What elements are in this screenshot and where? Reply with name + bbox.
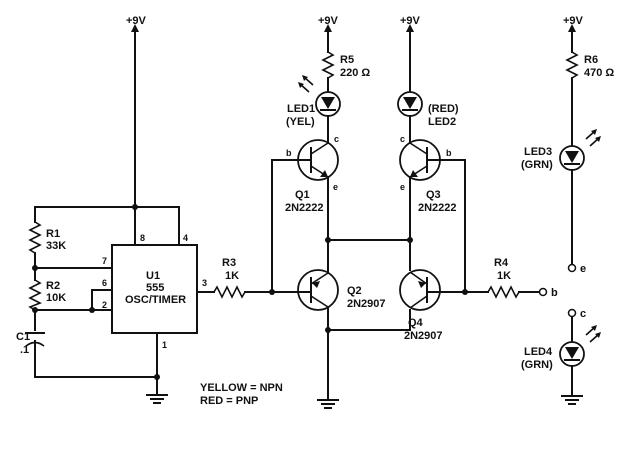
q1-npn-transistor: c b e Q1 2N2222	[271, 134, 339, 241]
r5-resistor: R5 220 Ω	[321, 51, 370, 93]
svg-text:LED3: LED3	[524, 146, 552, 158]
svg-text:RED = PNP: RED = PNP	[200, 395, 258, 407]
svg-text:555: 555	[146, 282, 164, 294]
svg-text:2N2222: 2N2222	[418, 202, 457, 214]
svg-text:2: 2	[102, 300, 107, 310]
svg-text:b: b	[446, 148, 452, 158]
r4-resistor: R4 1K b	[464, 257, 558, 299]
svg-text:c: c	[580, 308, 586, 320]
svg-text:7: 7	[102, 256, 107, 266]
c1-capacitor: C1 .1	[16, 309, 93, 378]
svg-text:8: 8	[140, 233, 145, 243]
svg-text:2N2222: 2N2222	[285, 202, 324, 214]
svg-text:3: 3	[202, 278, 207, 288]
svg-text:1K: 1K	[225, 270, 239, 282]
svg-text:LED4: LED4	[524, 346, 553, 358]
svg-text:e: e	[400, 182, 405, 192]
svg-text:220 Ω: 220 Ω	[340, 67, 370, 79]
svg-text:e: e	[333, 182, 338, 192]
svg-text:Q1: Q1	[295, 189, 310, 201]
svg-text:R5: R5	[340, 54, 354, 66]
svg-text:(GRN): (GRN)	[521, 159, 553, 171]
svg-text:6: 6	[102, 278, 107, 288]
r6-resistor: R6 470 Ω	[565, 51, 614, 147]
svg-text:LED2: LED2	[428, 116, 456, 128]
u1-555-timer: U1 555 OSC/TIMER 8 4 7 6 2 3 1	[89, 233, 207, 350]
svg-text:(YEL): (YEL)	[286, 116, 315, 128]
vcc-rail-r6: +9V	[563, 15, 584, 53]
svg-text:U1: U1	[146, 270, 160, 282]
svg-text:C1: C1	[16, 331, 30, 343]
led3: LED3 (GRN) e	[521, 129, 601, 275]
svg-text:c: c	[334, 134, 339, 144]
legend: YELLOW = NPN RED = PNP	[200, 382, 283, 407]
vcc-rail-555: +9V	[34, 15, 180, 246]
svg-text:R2: R2	[46, 280, 60, 292]
svg-text:b: b	[551, 287, 558, 299]
svg-text:2N2907: 2N2907	[404, 330, 443, 342]
svg-text:+9V: +9V	[400, 15, 421, 27]
ground-q2	[317, 399, 339, 409]
r3-resistor: R3 1K	[196, 257, 273, 299]
svg-text:1: 1	[162, 340, 167, 350]
svg-text:+9V: +9V	[563, 15, 584, 27]
svg-text:+9V: +9V	[318, 15, 339, 27]
svg-text:1K: 1K	[497, 270, 511, 282]
vcc-rail-q3: +9V	[400, 15, 421, 93]
led4: c LED4 (GRN)	[521, 308, 601, 405]
svg-text:R6: R6	[584, 54, 598, 66]
svg-text:Q2: Q2	[347, 285, 362, 297]
svg-text:10K: 10K	[46, 292, 66, 304]
led1: LED1 (YEL)	[286, 75, 341, 139]
svg-text:.1: .1	[20, 344, 29, 356]
bridge-wires	[327, 237, 413, 331]
q2-pnp-transistor: Q2 2N2907	[269, 159, 386, 401]
q4-pnp-transistor: Q4 2N2907	[399, 159, 468, 342]
svg-text:YELLOW = NPN: YELLOW = NPN	[200, 382, 283, 394]
svg-text:R1: R1	[46, 228, 60, 240]
svg-text:(GRN): (GRN)	[521, 359, 553, 371]
ground-555	[34, 332, 168, 404]
svg-text:c: c	[400, 134, 405, 144]
svg-text:Q3: Q3	[426, 189, 441, 201]
svg-text:4: 4	[183, 233, 188, 243]
r2-resistor: R2 10K	[28, 265, 113, 331]
svg-text:2N2907: 2N2907	[347, 298, 386, 310]
svg-text:R4: R4	[494, 257, 509, 269]
q3-npn-transistor: c b e Q3 2N2222	[399, 134, 466, 271]
svg-text:470 Ω: 470 Ω	[584, 67, 614, 79]
svg-text:OSC/TIMER: OSC/TIMER	[125, 294, 186, 306]
vcc-rail-q1: +9V	[318, 15, 339, 53]
svg-text:+9V: +9V	[126, 15, 147, 27]
r1-resistor: R1 33K	[28, 206, 66, 269]
svg-text:LED1: LED1	[287, 103, 315, 115]
svg-text:Q4: Q4	[408, 317, 424, 329]
svg-text:R3: R3	[222, 257, 236, 269]
svg-text:e: e	[580, 263, 586, 275]
svg-text:33K: 33K	[46, 240, 66, 252]
svg-text:b: b	[286, 148, 292, 158]
led2: (RED) LED2	[397, 91, 459, 139]
svg-text:(RED): (RED)	[428, 103, 459, 115]
